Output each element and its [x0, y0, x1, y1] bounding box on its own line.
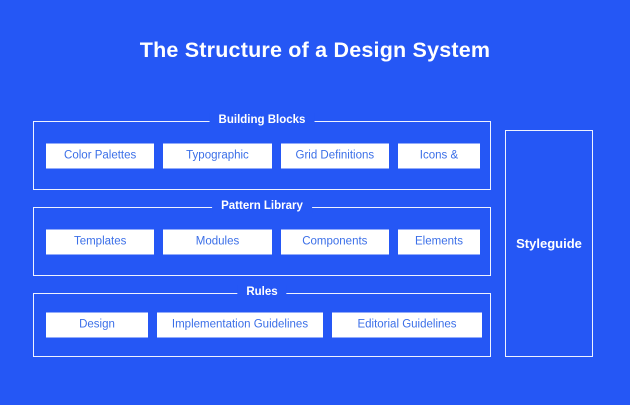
group-row-rules: Design Implementation Guidelines Editori…	[46, 312, 482, 338]
chip-design[interactable]: Design	[46, 312, 148, 338]
chip-grid-definitions[interactable]: Grid Definitions	[280, 143, 389, 168]
chip-implementation-guidelines[interactable]: Implementation Guidelines	[157, 312, 323, 338]
styleguide-panel[interactable]: Styleguide	[505, 130, 593, 357]
chip-icons[interactable]: Icons &	[397, 143, 480, 168]
chip-color-palettes[interactable]: Color Palettes	[46, 143, 155, 168]
left-column: Building Blocks Color Palettes Typograph…	[33, 113, 491, 357]
group-legend-pattern-library: Pattern Library	[212, 199, 312, 213]
chip-elements[interactable]: Elements	[397, 229, 480, 254]
styleguide-label: Styleguide	[516, 236, 582, 251]
group-rules: Rules Design Implementation Guidelines E…	[33, 285, 491, 357]
chip-modules[interactable]: Modules	[163, 229, 272, 254]
chip-templates[interactable]: Templates	[46, 229, 155, 254]
chip-typographic[interactable]: Typographic	[163, 143, 272, 168]
group-building-blocks: Building Blocks Color Palettes Typograph…	[33, 113, 491, 190]
chip-components[interactable]: Components	[280, 229, 389, 254]
group-legend-rules: Rules	[237, 285, 287, 299]
group-row-pattern-library: Templates Modules Components Elements	[46, 229, 480, 254]
chip-editorial-guidelines[interactable]: Editorial Guidelines	[332, 312, 482, 338]
group-pattern-library: Pattern Library Templates Modules Compon…	[33, 199, 491, 276]
page-title: The Structure of a Design System	[139, 38, 491, 62]
group-row-building-blocks: Color Palettes Typographic Grid Definiti…	[46, 143, 480, 168]
group-legend-building-blocks: Building Blocks	[209, 113, 315, 127]
